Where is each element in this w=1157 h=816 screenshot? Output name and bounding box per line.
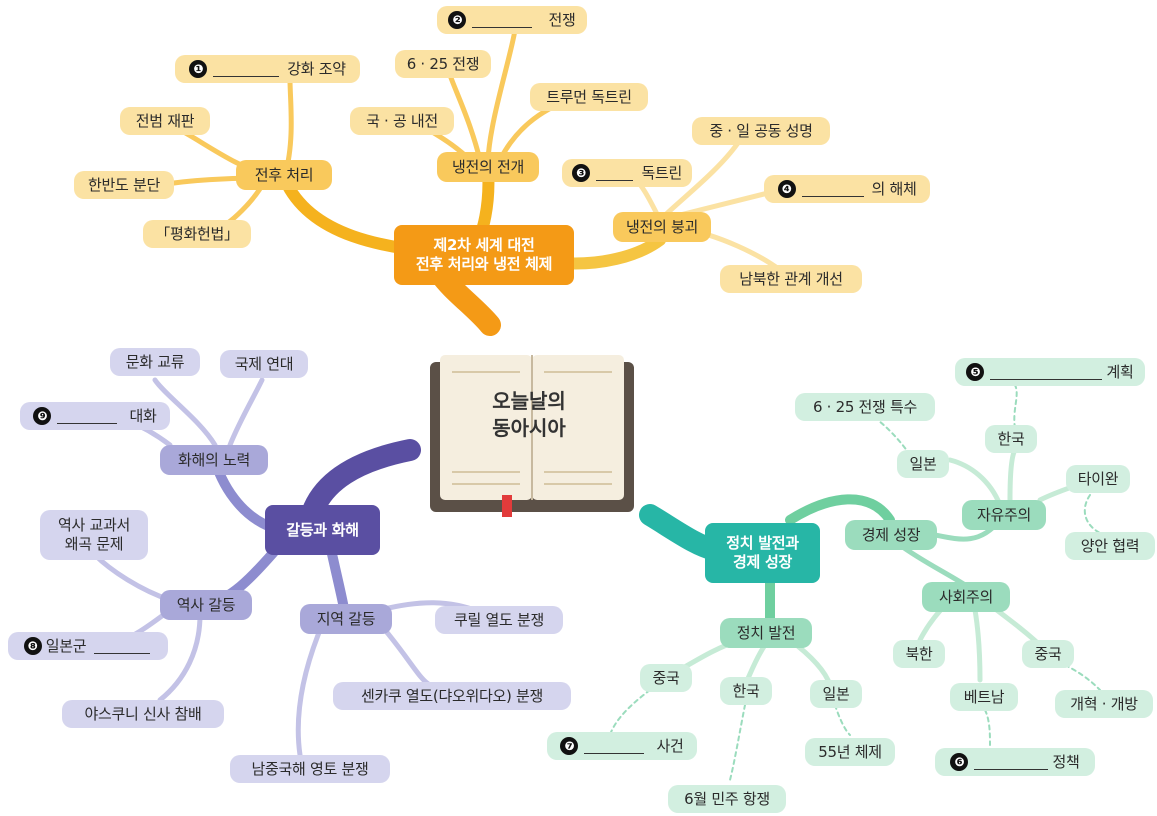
blank-3-line — [596, 166, 634, 181]
collapse-node: 냉전의 붕괴 — [613, 212, 711, 242]
june-uprising-node: 6월 민주 항쟁 — [668, 785, 786, 813]
blank-9-suffix: 대화 — [129, 406, 157, 425]
blank-4-node: ❹ 의 해체 — [764, 175, 930, 203]
center-topic-line1: 오늘날의 — [492, 389, 566, 413]
number-5-icon: ❺ — [966, 363, 985, 381]
cross-strait-node: 양안 협력 — [1065, 532, 1155, 560]
blank-4-line — [801, 182, 864, 197]
right-root-line1: 정치 발전과 — [726, 534, 799, 553]
center-topic: 오늘날의 동아시아 — [466, 388, 592, 442]
left-root-node: 갈등과 화해 — [265, 505, 380, 555]
vietnam-node: 베트남 — [950, 683, 1018, 711]
blank-6-line — [974, 755, 1049, 770]
system55-node: 55년 체제 — [805, 738, 895, 766]
blank-8-prefix: 일본군 — [45, 636, 87, 655]
right-root-node: 정치 발전과 경제 성장 — [705, 523, 820, 583]
blank-6-node: ❻ 정책 — [935, 748, 1095, 776]
politics-node: 정치 발전 — [720, 618, 812, 648]
blank-5-suffix: 계획 — [1106, 362, 1134, 381]
war-crimes-node: 전범 재판 — [120, 107, 210, 135]
regional-conflict-node: 지역 갈등 — [300, 604, 392, 634]
japan-eco-node: 일본 — [897, 450, 949, 478]
sino-japan-statement-node: 중 · 일 공동 성명 — [692, 117, 830, 145]
blank-7-line — [584, 739, 645, 754]
intl-solidarity-node: 국제 연대 — [220, 350, 308, 378]
blank-1-line — [213, 62, 280, 77]
blank-1-suffix: 강화 조약 — [287, 59, 346, 78]
reform-node: 개혁 · 개방 — [1055, 690, 1153, 718]
blank-2-line — [472, 13, 533, 28]
history-conflict-node: 역사 갈등 — [160, 590, 252, 620]
number-3-icon: ❸ — [572, 164, 590, 182]
number-6-icon: ❻ — [950, 753, 969, 771]
japan-politics-node: 일본 — [810, 680, 862, 708]
taiwan-node: 타이완 — [1066, 465, 1130, 493]
number-7-icon: ❼ — [560, 737, 579, 755]
blank-3-suffix: 독트린 — [641, 163, 682, 182]
blank-5-node: ❺ 계획 — [955, 358, 1145, 386]
economy-node: 경제 성장 — [845, 520, 937, 550]
blank-9-line — [57, 409, 118, 424]
right-root-line2: 경제 성장 — [733, 553, 792, 571]
blank-7-suffix: 사건 — [656, 736, 684, 755]
textbook-node: 역사 교과서 왜곡 문제 — [40, 510, 148, 560]
number-8-icon: ❽ — [23, 637, 42, 655]
south-china-sea-node: 남중국해 영토 분쟁 — [230, 755, 390, 783]
coldwar-node: 냉전의 전개 — [437, 152, 539, 182]
number-4-icon: ❹ — [777, 180, 796, 198]
korea-politics-node: 한국 — [720, 677, 772, 705]
war-boom-node: 6 · 25 전쟁 특수 — [795, 393, 935, 421]
number-9-icon: ❾ — [33, 407, 52, 425]
blank-2-node: ❷ 전쟁 — [437, 6, 587, 34]
civil-war-node: 국 · 공 내전 — [350, 107, 454, 135]
socialism-node: 사회주의 — [922, 582, 1010, 612]
blank-8-line — [94, 639, 151, 654]
blank-4-suffix: 의 해체 — [871, 179, 917, 198]
blank-9-node: ❾ 대화 — [20, 402, 170, 430]
blank-5-line — [990, 365, 1103, 380]
blank-7-node: ❼ 사건 — [547, 732, 697, 760]
blank-8-node: ❽ 일본군 — [8, 632, 168, 660]
number-2-icon: ❷ — [448, 11, 467, 29]
senkaku-node: 센카쿠 열도(댜오위다오) 분쟁 — [333, 682, 571, 710]
china-eco-node: 중국 — [1022, 640, 1074, 668]
book-illustration — [430, 355, 634, 517]
top-root-line2: 전후 처리와 냉전 체제 — [415, 255, 553, 273]
number-1-icon: ❶ — [189, 60, 208, 78]
korea-eco-node: 한국 — [985, 425, 1037, 453]
korean-war-node: 6 · 25 전쟁 — [395, 50, 491, 78]
reconcile-node: 화해의 노력 — [160, 445, 268, 475]
liberalism-node: 자유주의 — [962, 500, 1046, 530]
korea-division-node: 한반도 분단 — [74, 171, 174, 199]
kuril-node: 쿠릴 열도 분쟁 — [435, 606, 563, 634]
blank-6-suffix: 정책 — [1052, 752, 1080, 771]
top-root-node: 제2차 세계 대전 전후 처리와 냉전 체제 — [394, 225, 574, 285]
blank-2-suffix: 전쟁 — [548, 10, 576, 29]
blank-3-node: ❸ 독트린 — [562, 159, 692, 187]
postwar-node: 전후 처리 — [236, 160, 332, 190]
china-politics-node: 중국 — [640, 664, 692, 692]
peace-constitution-node: 「평화헌법」 — [143, 220, 251, 248]
yasukuni-node: 야스쿠니 신사 참배 — [62, 700, 224, 728]
culture-exchange-node: 문화 교류 — [110, 348, 200, 376]
north-korea-node: 북한 — [893, 640, 945, 668]
center-topic-line2: 동아시아 — [492, 416, 566, 440]
inter-korea-node: 남북한 관계 개선 — [720, 265, 862, 293]
top-root-line1: 제2차 세계 대전 — [433, 236, 535, 255]
truman-doctrine-node: 트루먼 독트린 — [530, 83, 648, 111]
blank-1-node: ❶ 강화 조약 — [175, 55, 360, 83]
